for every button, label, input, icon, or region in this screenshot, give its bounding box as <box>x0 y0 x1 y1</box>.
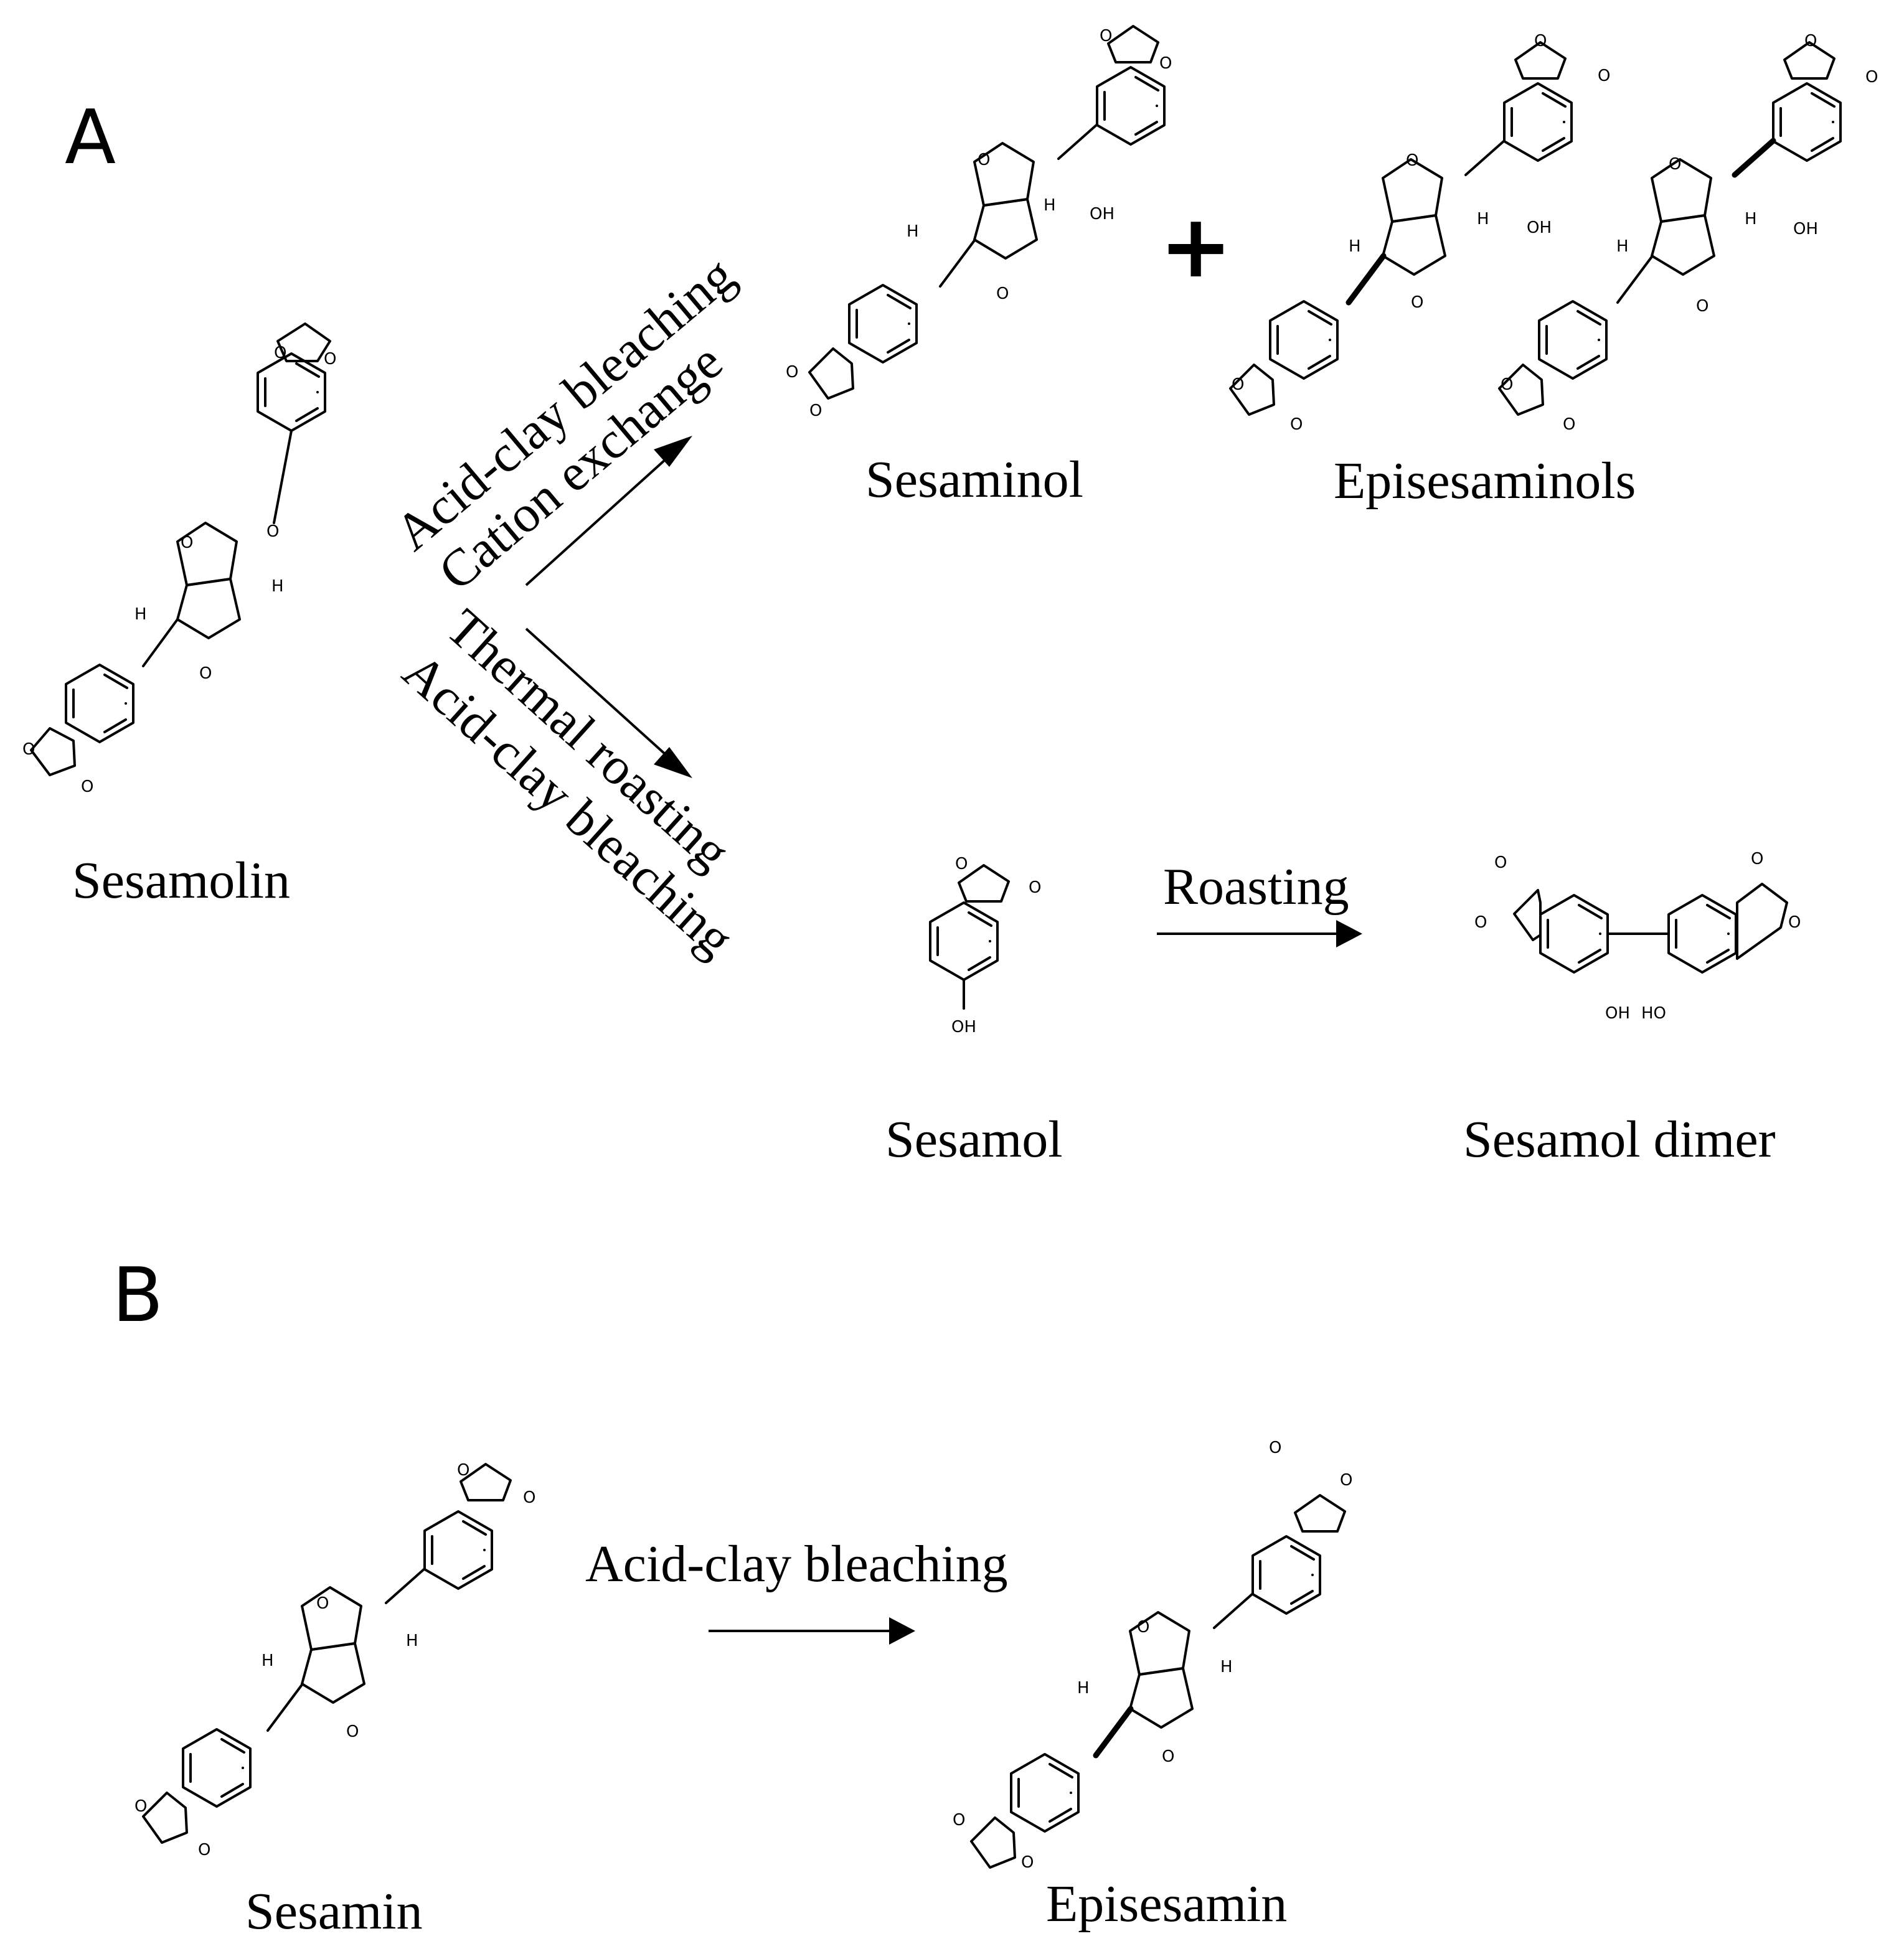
svg-text:O: O <box>955 855 968 873</box>
sesamolin-name: Sesamolin <box>72 852 290 909</box>
svg-text:O: O <box>996 284 1009 303</box>
svg-text:O: O <box>266 522 279 541</box>
svg-text:O: O <box>1804 32 1817 50</box>
sesamol-dimer-structure: O O O O OH HO <box>1474 850 1801 1023</box>
sesaminol-name: Sesaminol <box>865 451 1083 509</box>
sesamol-name: Sesamol <box>885 1111 1063 1168</box>
svg-text:OH: OH <box>1527 218 1552 237</box>
sesamin-name: Sesamin <box>245 1882 423 1940</box>
svg-text:O: O <box>1159 54 1172 73</box>
svg-text:H: H <box>1616 237 1629 256</box>
panel-b-arrow <box>709 1617 915 1645</box>
sesamin-structure: O O O O H H O O <box>134 1461 535 1859</box>
svg-text:O: O <box>786 363 798 382</box>
svg-text:O: O <box>1494 853 1507 872</box>
svg-text:O: O <box>523 1488 535 1507</box>
svg-text:O: O <box>809 402 822 420</box>
svg-text:O: O <box>1340 1471 1352 1490</box>
svg-text:O: O <box>198 1841 210 1859</box>
svg-text:OH: OH <box>1605 1004 1630 1023</box>
sesamolin-structure: O O O O O H H O O <box>22 322 336 796</box>
svg-text:H: H <box>1220 1658 1233 1676</box>
svg-text:O: O <box>1232 375 1244 394</box>
svg-text:H: H <box>1077 1679 1090 1698</box>
svg-text:H: H <box>907 222 919 241</box>
svg-text:O: O <box>457 1461 469 1480</box>
sesamol-dimer-name: Sesamol dimer <box>1463 1111 1776 1168</box>
svg-text:O: O <box>181 533 193 552</box>
svg-text:H: H <box>271 577 284 596</box>
svg-text:O: O <box>1474 913 1487 932</box>
roasting-condition: Roasting <box>1163 858 1349 916</box>
svg-text:H: H <box>406 1632 418 1650</box>
svg-text:O: O <box>1751 850 1763 868</box>
svg-text:O: O <box>346 1722 359 1741</box>
svg-text:HO: HO <box>1641 1004 1666 1023</box>
panel-label-b: B <box>112 1252 163 1339</box>
svg-text:H: H <box>1349 237 1361 256</box>
svg-text:O: O <box>1788 913 1801 932</box>
svg-text:O: O <box>1865 68 1878 87</box>
svg-text:O: O <box>81 777 93 796</box>
upper-arrow <box>525 436 692 586</box>
svg-text:H: H <box>1044 196 1056 215</box>
episesaminol-structure-1: O O OH O O H H O O <box>1229 32 1610 434</box>
svg-text:O: O <box>324 350 336 369</box>
sesamol-structure: O O OH <box>929 855 1041 1036</box>
episesamin-structure: O O O O H H O O <box>953 1439 1352 1872</box>
svg-text:O: O <box>953 1811 965 1830</box>
svg-text:O: O <box>1598 67 1610 85</box>
roasting-arrow <box>1157 920 1362 947</box>
svg-text:O: O <box>1696 297 1708 316</box>
svg-text:O: O <box>1029 878 1041 897</box>
svg-text:O: O <box>1290 415 1303 434</box>
plus-sign: + <box>1159 196 1232 298</box>
svg-text:O: O <box>316 1594 329 1613</box>
svg-text:H: H <box>1477 210 1489 228</box>
svg-text:O: O <box>1534 32 1547 50</box>
svg-text:O: O <box>1563 415 1575 434</box>
svg-text:H: H <box>134 605 147 624</box>
svg-text:OH: OH <box>951 1018 976 1036</box>
svg-text:O: O <box>1669 155 1681 174</box>
episesaminol-structure-2: O O OH O O H H O O <box>1498 32 1878 434</box>
svg-text:H: H <box>262 1651 274 1670</box>
episesamin-name: Episesamin <box>1046 1875 1287 1933</box>
svg-text:O: O <box>1406 151 1418 170</box>
svg-text:O: O <box>1269 1439 1281 1457</box>
panel-label-a: A <box>65 95 116 181</box>
svg-text:O: O <box>1137 1618 1149 1637</box>
svg-text:O: O <box>22 740 35 759</box>
svg-text:O: O <box>134 1797 147 1816</box>
svg-text:O: O <box>274 344 286 362</box>
svg-text:O: O <box>1411 293 1423 312</box>
svg-text:OH: OH <box>1793 220 1818 238</box>
svg-text:H: H <box>1745 210 1757 228</box>
svg-text:OH: OH <box>1090 205 1115 223</box>
svg-text:O: O <box>1162 1747 1174 1766</box>
sesaminol-structure: O O OH O O H H O O <box>786 25 1172 420</box>
svg-text:O: O <box>1501 375 1513 394</box>
lower-arrow <box>525 627 692 778</box>
svg-text:O: O <box>1100 27 1112 45</box>
svg-text:O: O <box>199 664 212 683</box>
svg-text:O: O <box>1021 1853 1034 1872</box>
svg-text:O: O <box>978 151 990 169</box>
episesaminols-name: Episesaminols <box>1334 452 1636 510</box>
panel-b-condition: Acid-clay bleaching <box>585 1535 1008 1593</box>
